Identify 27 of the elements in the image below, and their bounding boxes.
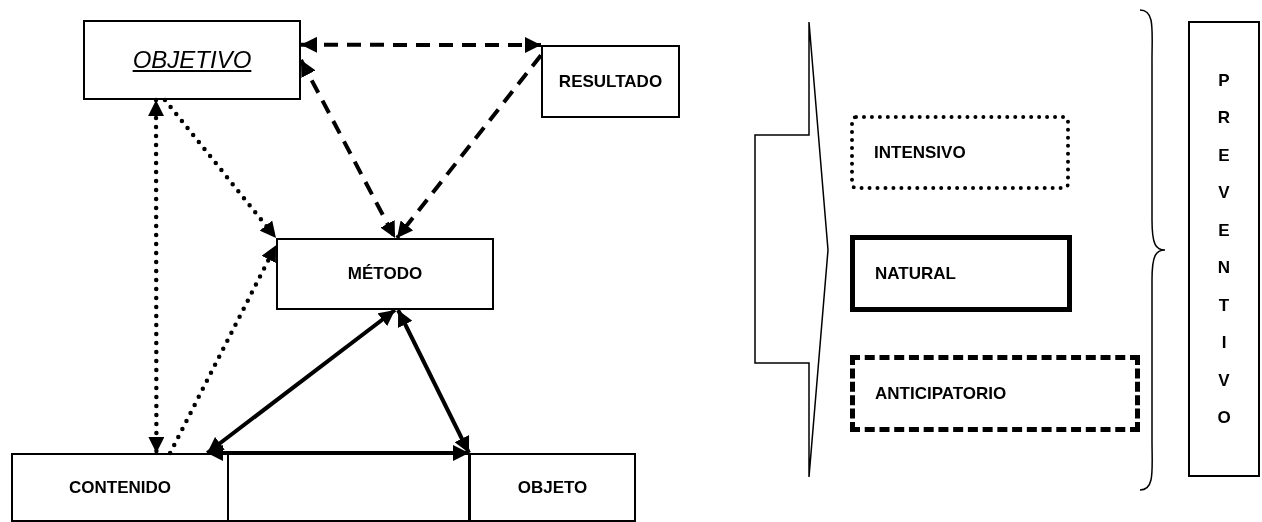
box xyxy=(850,115,1070,190)
box-label: MÉTODO xyxy=(347,264,423,284)
box xyxy=(850,355,1140,432)
box xyxy=(1188,21,1260,477)
arrow xyxy=(299,59,397,239)
box-label: ANTICIPATORIO xyxy=(875,383,1007,404)
box-label: PREVENTIVO xyxy=(1217,69,1231,429)
box xyxy=(83,20,301,100)
box xyxy=(541,45,680,118)
box-label: OBJETIVO xyxy=(132,46,252,74)
box xyxy=(469,453,636,522)
arrow xyxy=(396,309,471,454)
arrow xyxy=(301,36,541,53)
box xyxy=(850,235,1072,312)
box-label: NATURAL xyxy=(875,263,956,284)
box xyxy=(276,238,494,310)
box-label: CONTENIDO xyxy=(69,477,171,498)
box-label: INTENSIVO xyxy=(874,142,966,163)
box xyxy=(11,453,229,522)
arrow xyxy=(162,97,279,241)
arrow xyxy=(206,308,397,455)
box-label: RESULTADO xyxy=(558,71,663,92)
empty-box xyxy=(227,453,470,522)
arrow xyxy=(395,53,543,240)
box-label: OBJETO xyxy=(517,477,588,498)
arrow xyxy=(148,97,165,456)
arrow xyxy=(207,445,469,461)
